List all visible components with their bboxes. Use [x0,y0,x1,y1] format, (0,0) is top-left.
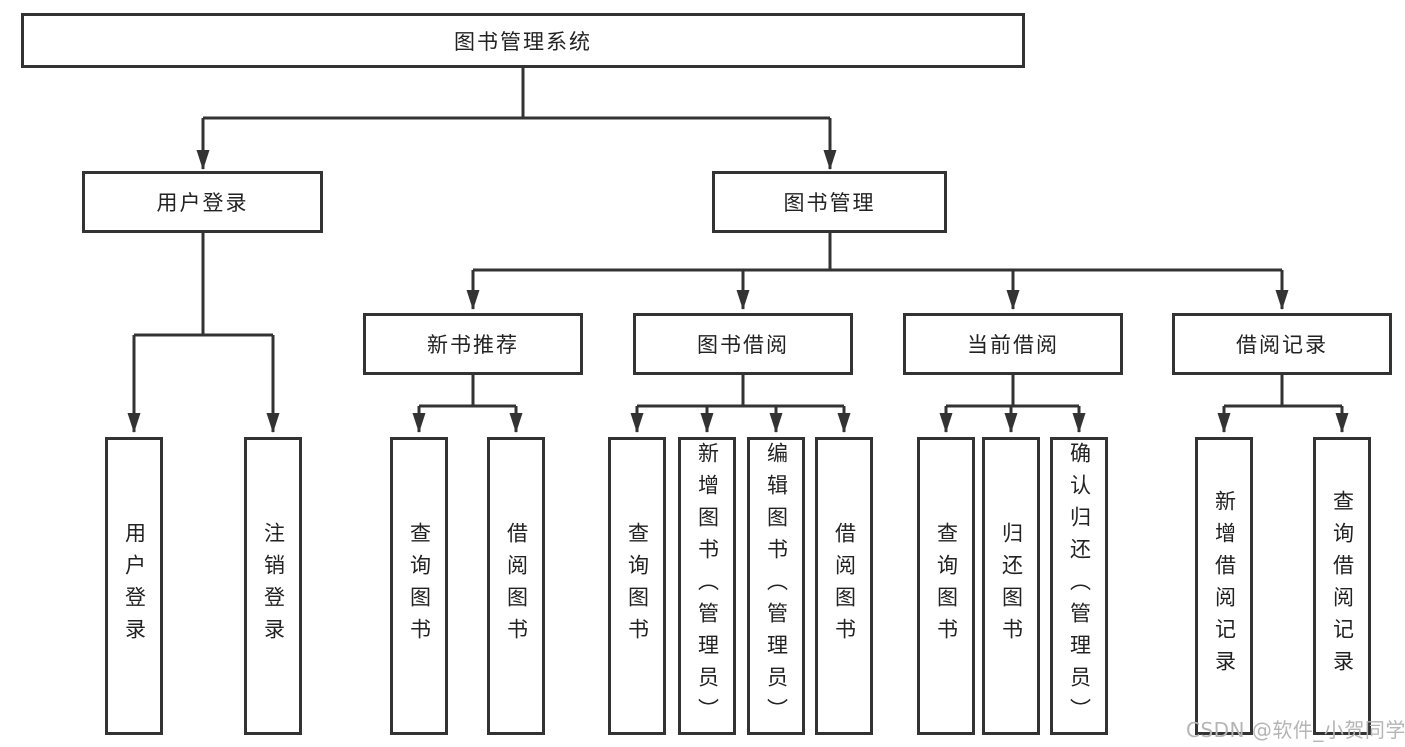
connector-new-book-bus [419,375,516,408]
node-label: 查询图书 [407,522,432,650]
node-user-login: 用户登录 [82,171,323,233]
node-label: 编辑图书（管理员） [764,442,789,730]
node-label: 当前借阅 [967,333,1059,357]
connector-root-bus [203,68,830,120]
node-label: 归还图书 [999,522,1024,650]
node-label: 新增图书（管理员） [695,442,720,730]
node-label: 图书管理系统 [454,29,592,54]
csdn-watermark: CSDN @软件_小贺同学 [1186,718,1405,742]
node-leaf-bb-edit-books-admin: 编辑图书（管理员） [747,437,805,735]
node-label: 借阅图书 [832,522,857,650]
node-book-management: 图书管理 [712,171,947,233]
connector-current-borrow-bus [946,375,1079,408]
connector-user-login-bus [134,233,273,337]
node-label: 查询图书 [625,522,650,650]
node-label: 借阅记录 [1236,333,1328,357]
node-new-book-recommend: 新书推荐 [363,313,583,375]
node-leaf-br-add-record: 新增借阅记录 [1195,437,1253,735]
node-label: 借阅图书 [504,522,529,650]
node-leaf-bb-borrow-books: 借阅图书 [815,437,873,735]
node-label: 图书管理 [783,191,876,215]
node-current-borrow: 当前借阅 [903,313,1123,375]
node-label: 图书借阅 [697,333,789,357]
node-leaf-cb-confirm-return-admin: 确认归还（管理员） [1050,437,1108,735]
node-leaf-nb-query-books: 查询图书 [390,437,448,735]
node-label: 注销登录 [261,522,286,650]
connector-borrow-record-bus [1224,375,1342,408]
node-leaf-bb-query-books: 查询图书 [608,437,666,735]
node-label: 用户登录 [156,191,249,215]
node-borrow-record: 借阅记录 [1172,313,1392,375]
node-label: 确认归还（管理员） [1067,442,1092,730]
node-leaf-bb-add-books-admin: 新增图书（管理员） [678,437,736,735]
node-label: 查询图书 [934,522,959,650]
node-root-system: 图书管理系统 [21,13,1025,68]
connector-book-management-bus [473,233,1282,272]
node-leaf-logout: 注销登录 [244,437,302,735]
node-label: 新书推荐 [427,333,519,357]
node-label: 新增借阅记录 [1212,490,1237,682]
node-label: 查询借阅记录 [1330,490,1355,682]
node-leaf-br-query-record: 查询借阅记录 [1313,437,1371,735]
node-leaf-nb-borrow-books: 借阅图书 [487,437,545,735]
node-leaf-user-login: 用户登录 [105,437,163,735]
node-leaf-cb-return-books: 归还图书 [982,437,1040,735]
node-label: 用户登录 [122,522,147,650]
node-leaf-cb-query-books: 查询图书 [917,437,975,735]
connector-book-borrow-bus [637,375,844,408]
node-book-borrow: 图书借阅 [633,313,853,375]
